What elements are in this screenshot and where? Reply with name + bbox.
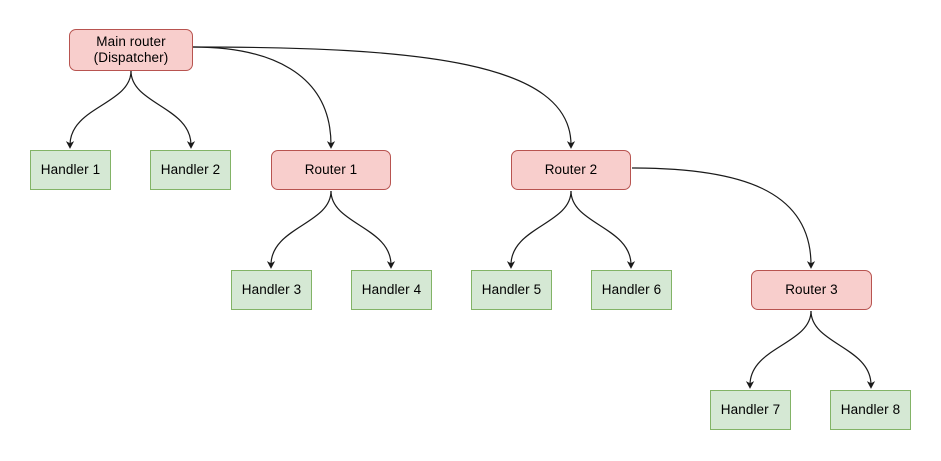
node-handler-5[interactable]: Handler 5 [471, 270, 552, 310]
node-handler-6[interactable]: Handler 6 [591, 270, 672, 310]
edge-main-router-to-router-1 [192, 46, 336, 149]
node-label-handler-3: Handler 3 [241, 281, 302, 297]
edge-router-2-to-handler-6 [570, 190, 636, 269]
node-label-handler-4: Handler 4 [361, 281, 422, 297]
edge-main-router-to-router-2 [192, 46, 576, 149]
edge-main-router-to-handler-2 [130, 70, 196, 149]
node-router-3[interactable]: Router 3 [751, 270, 872, 310]
node-label-handler-8: Handler 8 [840, 401, 901, 417]
node-main-router[interactable]: Main router (Dispatcher) [69, 29, 193, 71]
edge-router-3-to-handler-8 [810, 310, 876, 389]
node-label-main-router: Main router (Dispatcher) [93, 33, 169, 65]
node-handler-7[interactable]: Handler 7 [710, 390, 791, 430]
node-router-2[interactable]: Router 2 [511, 150, 631, 190]
node-handler-1[interactable]: Handler 1 [30, 150, 111, 190]
edge-router-2-to-router-3 [631, 167, 816, 269]
node-label-handler-5: Handler 5 [481, 281, 542, 297]
edge-main-router-to-handler-1 [65, 70, 132, 149]
edge-router-1-to-handler-3 [266, 190, 332, 269]
node-handler-2[interactable]: Handler 2 [150, 150, 231, 190]
node-router-1[interactable]: Router 1 [271, 150, 391, 190]
node-handler-3[interactable]: Handler 3 [231, 270, 312, 310]
edge-router-2-to-handler-5 [506, 190, 572, 269]
node-label-router-2: Router 2 [544, 161, 598, 177]
edge-router-3-to-handler-7 [745, 310, 812, 389]
node-handler-4[interactable]: Handler 4 [351, 270, 432, 310]
node-label-handler-1: Handler 1 [40, 161, 101, 177]
node-label-handler-2: Handler 2 [160, 161, 221, 177]
node-handler-8[interactable]: Handler 8 [830, 390, 911, 430]
node-label-router-1: Router 1 [304, 161, 358, 177]
node-label-handler-7: Handler 7 [720, 401, 781, 417]
edge-router-1-to-handler-4 [330, 190, 396, 269]
node-label-router-3: Router 3 [785, 281, 838, 297]
edge-group [65, 46, 876, 389]
node-label-handler-6: Handler 6 [601, 281, 662, 297]
